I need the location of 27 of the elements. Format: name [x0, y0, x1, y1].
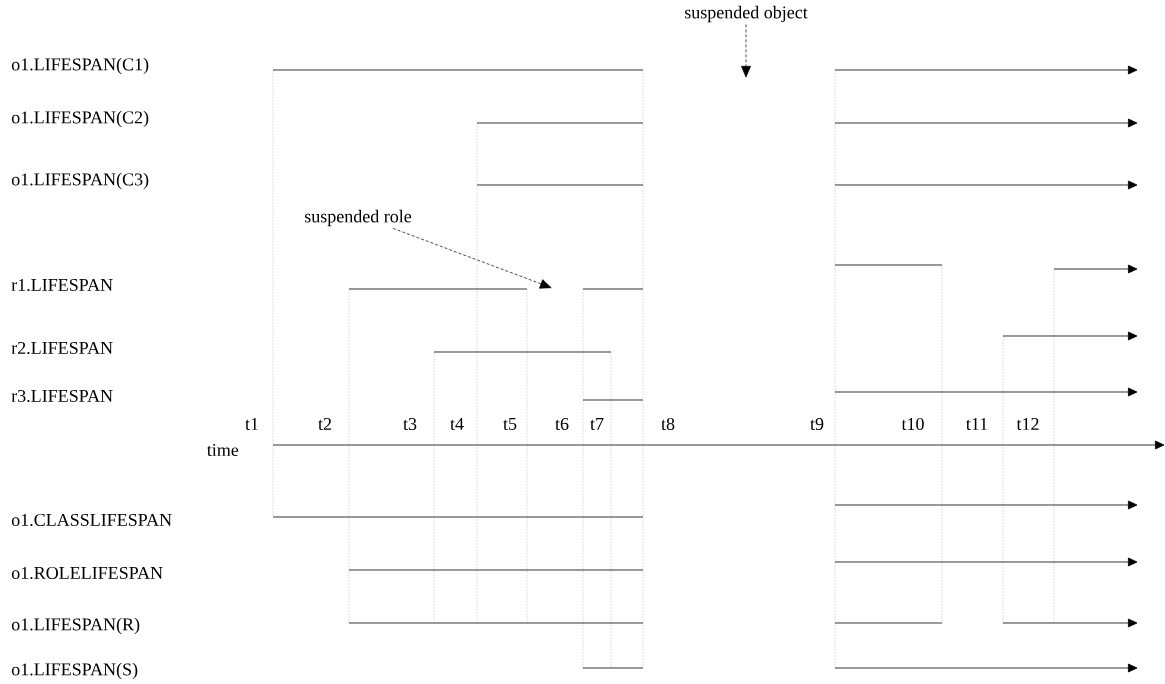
- row-label: r1.LIFESPAN: [11, 278, 113, 292]
- tick-label: t10: [901, 417, 924, 431]
- tick-label: t6: [555, 417, 569, 431]
- row-label: o1.ROLELIFESPAN: [11, 566, 163, 580]
- tick-label: t2: [318, 417, 332, 431]
- tick-label: t9: [810, 417, 824, 431]
- tick-label: t7: [590, 418, 604, 430]
- tick-label: t4: [450, 417, 464, 430]
- tick-label: t11: [966, 417, 988, 430]
- tick-label: t5: [503, 418, 517, 430]
- row-label: o1.LIFESPAN(C1): [11, 57, 149, 75]
- row-label: r3.LIFESPAN: [11, 389, 113, 403]
- leader-arrow: [741, 24, 751, 78]
- tick-label: t8: [661, 417, 675, 431]
- row-label: r2.LIFESPAN: [11, 341, 113, 355]
- row-label: o1.LIFESPAN(C3): [11, 172, 149, 190]
- annotation-text: suspended role: [305, 209, 412, 227]
- annotation-text: suspended object: [685, 5, 808, 23]
- axis-label: time: [207, 443, 239, 457]
- row-label: o1.LIFESPAN(S): [11, 662, 138, 680]
- leader-arrow: [392, 228, 552, 289]
- tick-label: t12: [1016, 417, 1039, 431]
- row-label: o1.CLASSLIFESPAN: [11, 513, 172, 527]
- row-label: o1.LIFESPAN(R): [11, 617, 140, 635]
- tick-label: t1: [245, 417, 258, 430]
- row-label: o1.LIFESPAN(C2): [11, 110, 149, 128]
- tick-label: t3: [403, 417, 417, 431]
